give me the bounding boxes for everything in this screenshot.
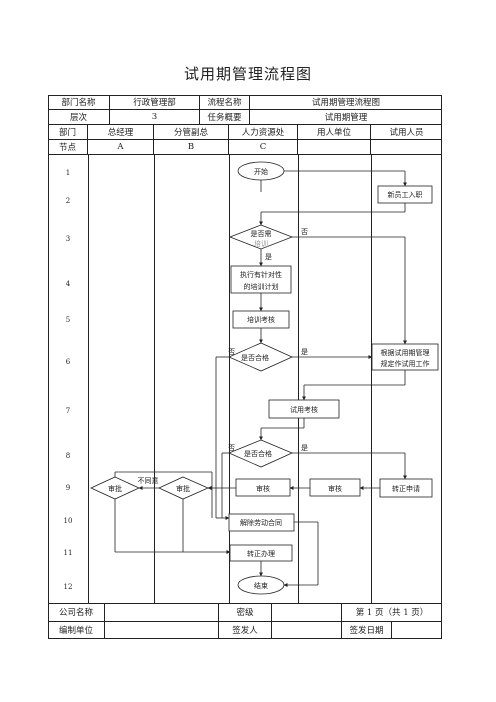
pass2-label: 是否合格	[244, 449, 272, 458]
col-vp: 分管副总	[154, 124, 229, 139]
review-hr-label: 审核	[256, 484, 270, 493]
editor-label: 编制单位	[48, 621, 105, 639]
footer-row-2: 编制单位 签发人 签发日期	[48, 621, 442, 639]
footer-row-1: 公司名称 密级 第 1 页（共 1 页）	[48, 603, 442, 621]
adjust-label-2: 规定作试用工作	[381, 359, 430, 368]
node-label: 节点	[48, 139, 88, 154]
end-node	[237, 575, 285, 595]
row-number: 9	[65, 484, 71, 492]
terminate-contract-box	[228, 513, 295, 532]
row-number: 6	[65, 358, 71, 366]
level-value: 3	[110, 109, 200, 124]
review-user-unit-box	[309, 478, 361, 497]
approve-vp-decision	[158, 476, 209, 500]
node-row: 节点 A B C	[48, 139, 442, 154]
issuer-label: 签发人	[219, 621, 272, 639]
need-training-label-2: 培训	[254, 239, 268, 248]
row-number: 4	[65, 280, 71, 288]
need-training-label: 是否需	[251, 230, 272, 238]
issuer-value	[272, 621, 342, 639]
node-c: C	[229, 139, 298, 154]
no-label-2: 否	[228, 348, 235, 356]
approve-gm-decision	[90, 476, 140, 500]
training-exam-label: 培训考核	[247, 315, 275, 324]
pass-decision-2	[227, 439, 294, 468]
node-a: A	[88, 139, 154, 154]
apply-label: 转正申请	[392, 484, 420, 493]
start-label: 开始	[254, 167, 268, 176]
approve-vp-label: 审批	[176, 484, 190, 493]
no-label-1: 否	[301, 228, 308, 236]
apply-box	[379, 478, 433, 498]
dept-label: 部门名称	[48, 95, 110, 109]
probation-work-box	[371, 343, 439, 371]
issue-date-label: 签发日期	[342, 621, 392, 639]
col-probation: 试用人员	[389, 127, 424, 138]
summary-label: 任务概要	[200, 109, 250, 124]
level-label: 层次	[48, 109, 110, 124]
row-number: 12	[63, 583, 73, 591]
editor-value	[105, 621, 219, 639]
trial-exam-label: 试用考核	[290, 405, 318, 414]
training-exam-box	[232, 310, 290, 329]
secret-label: 密级	[219, 603, 272, 621]
row-number: 11	[63, 549, 73, 557]
approve-gm-label: 审批	[108, 484, 122, 493]
adjust-label-1: 根据试用期管理	[381, 348, 430, 357]
flowchart-table	[48, 95, 442, 639]
reject-label: 不同意	[138, 476, 159, 485]
yes-label-3: 是	[301, 444, 308, 452]
col-gm: 总经理	[88, 124, 154, 139]
start-node	[237, 161, 285, 181]
review-hr-box	[235, 478, 291, 497]
new-hire-box	[377, 185, 433, 204]
node-b: B	[154, 139, 229, 154]
page-label: 第 1 页（共 1 页）	[355, 608, 429, 618]
row-number: 8	[65, 452, 71, 460]
company-label: 公司名称	[48, 603, 105, 621]
plan-label-2: 的培训计划	[244, 282, 279, 291]
end-label: 结束	[254, 581, 268, 590]
col-dept: 部门	[48, 124, 88, 139]
pass-decision-1	[228, 342, 293, 372]
yes-label-2: 是	[301, 348, 308, 356]
summary-value: 试用期管理	[324, 112, 368, 123]
dept-value: 行政管理部	[110, 95, 200, 109]
row-number: 10	[63, 517, 73, 525]
plan-label-1: 执行有针对性	[240, 270, 282, 279]
row-number: 5	[65, 316, 71, 324]
col-hr: 人力资源处	[229, 124, 298, 139]
row-number: 2	[65, 197, 71, 205]
secret-value	[272, 603, 342, 621]
regularize-label: 转正办理	[247, 549, 275, 558]
header-row-level: 层次 3 任务概要 试用期管理	[48, 109, 442, 124]
flow-value: 试用期管理流程图	[311, 98, 380, 108]
issue-date-value	[392, 621, 442, 639]
yes-label-1: 是	[265, 253, 272, 261]
header-row-department: 部门名称 行政管理部 流程名称 试用期管理流程图	[48, 95, 442, 109]
row-number: 1	[65, 169, 71, 177]
need-training-decision	[228, 224, 294, 250]
no-label-3: 否	[228, 444, 235, 452]
page-title: 试用期管理流程图	[183, 65, 312, 83]
review-user-label: 审核	[328, 484, 342, 493]
column-header-row: 部门 总经理 分管副总 人力资源处 用人单位 试用人员	[48, 124, 442, 139]
flow-label: 流程名称	[200, 95, 250, 109]
company-value	[105, 603, 219, 621]
pass1-label: 是否合格	[241, 353, 269, 362]
terminate-label: 解除劳动合同	[240, 518, 282, 527]
trial-exam-box	[268, 399, 340, 419]
row-number: 7	[65, 407, 71, 415]
regularize-box	[229, 544, 293, 562]
training-plan-box	[230, 265, 292, 294]
new-hire-label: 新员工入职	[388, 190, 423, 199]
node-d	[298, 139, 371, 154]
col-user-unit: 用人单位	[298, 124, 371, 139]
row-number: 3	[65, 235, 71, 243]
